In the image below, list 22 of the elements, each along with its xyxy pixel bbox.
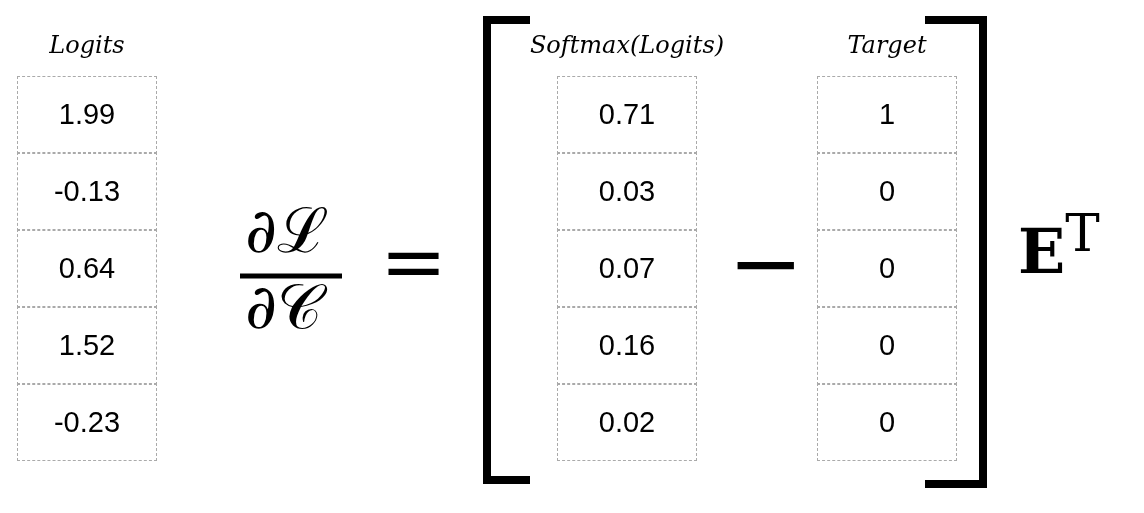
value-cell: 0 xyxy=(817,383,957,462)
value-cell: -0.13 xyxy=(17,152,157,231)
value-cell: 0.16 xyxy=(557,306,697,385)
value-cell: 1 xyxy=(817,75,957,154)
value-cell: 0.71 xyxy=(557,75,697,154)
numerator: ∂ℒ xyxy=(245,200,330,262)
matrix-transpose: E$^{T}$ xyxy=(1018,208,1100,283)
value-cell: -0.23 xyxy=(17,383,157,462)
column-heading: Target xyxy=(846,31,928,59)
value-cell: 0.64 xyxy=(17,229,157,308)
minus-sign: − xyxy=(728,218,804,308)
column-heading: Logits xyxy=(48,31,126,59)
value-cell: 0.02 xyxy=(557,383,697,462)
value-cell: 1.52 xyxy=(17,306,157,385)
value-cell: 0.07 xyxy=(557,229,697,308)
column-heading: Softmax(Logits) xyxy=(528,31,726,59)
value-cell: 0.03 xyxy=(557,152,697,231)
value-cell: 0 xyxy=(817,152,957,231)
value-cell: 1.99 xyxy=(17,75,157,154)
value-cell: 0 xyxy=(817,229,957,308)
equals-sign: = xyxy=(380,222,448,302)
value-cell: 0 xyxy=(817,306,957,385)
